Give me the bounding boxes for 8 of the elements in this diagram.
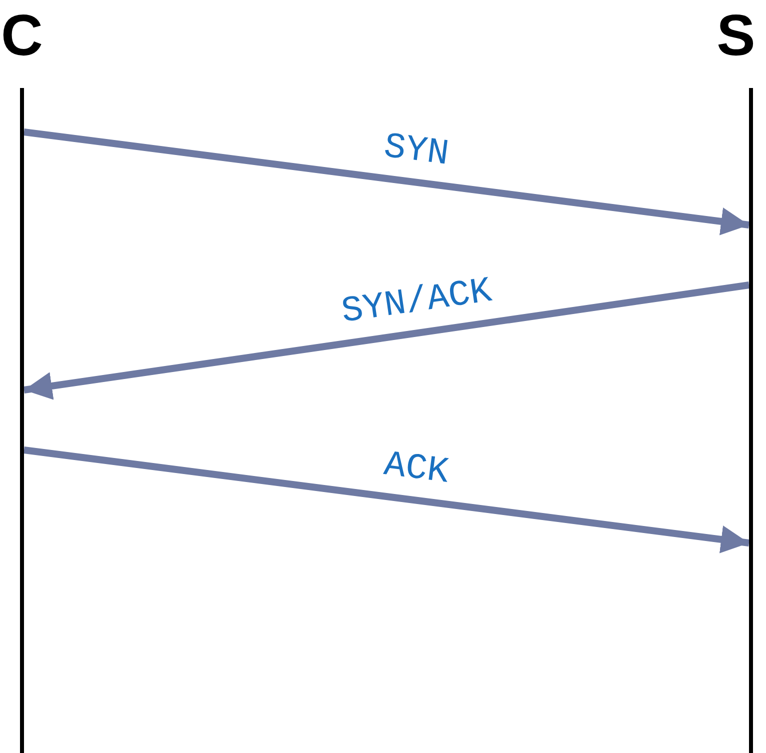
message-label: ACK (382, 444, 452, 493)
participant-name: S (716, 4, 756, 68)
message-arrow (24, 128, 750, 236)
participant-name: C (0, 4, 44, 68)
message-label: SYN/ACK (338, 270, 494, 332)
message-arrow (24, 282, 750, 400)
message-arrow (24, 446, 750, 554)
message-label: SYN (382, 126, 452, 175)
